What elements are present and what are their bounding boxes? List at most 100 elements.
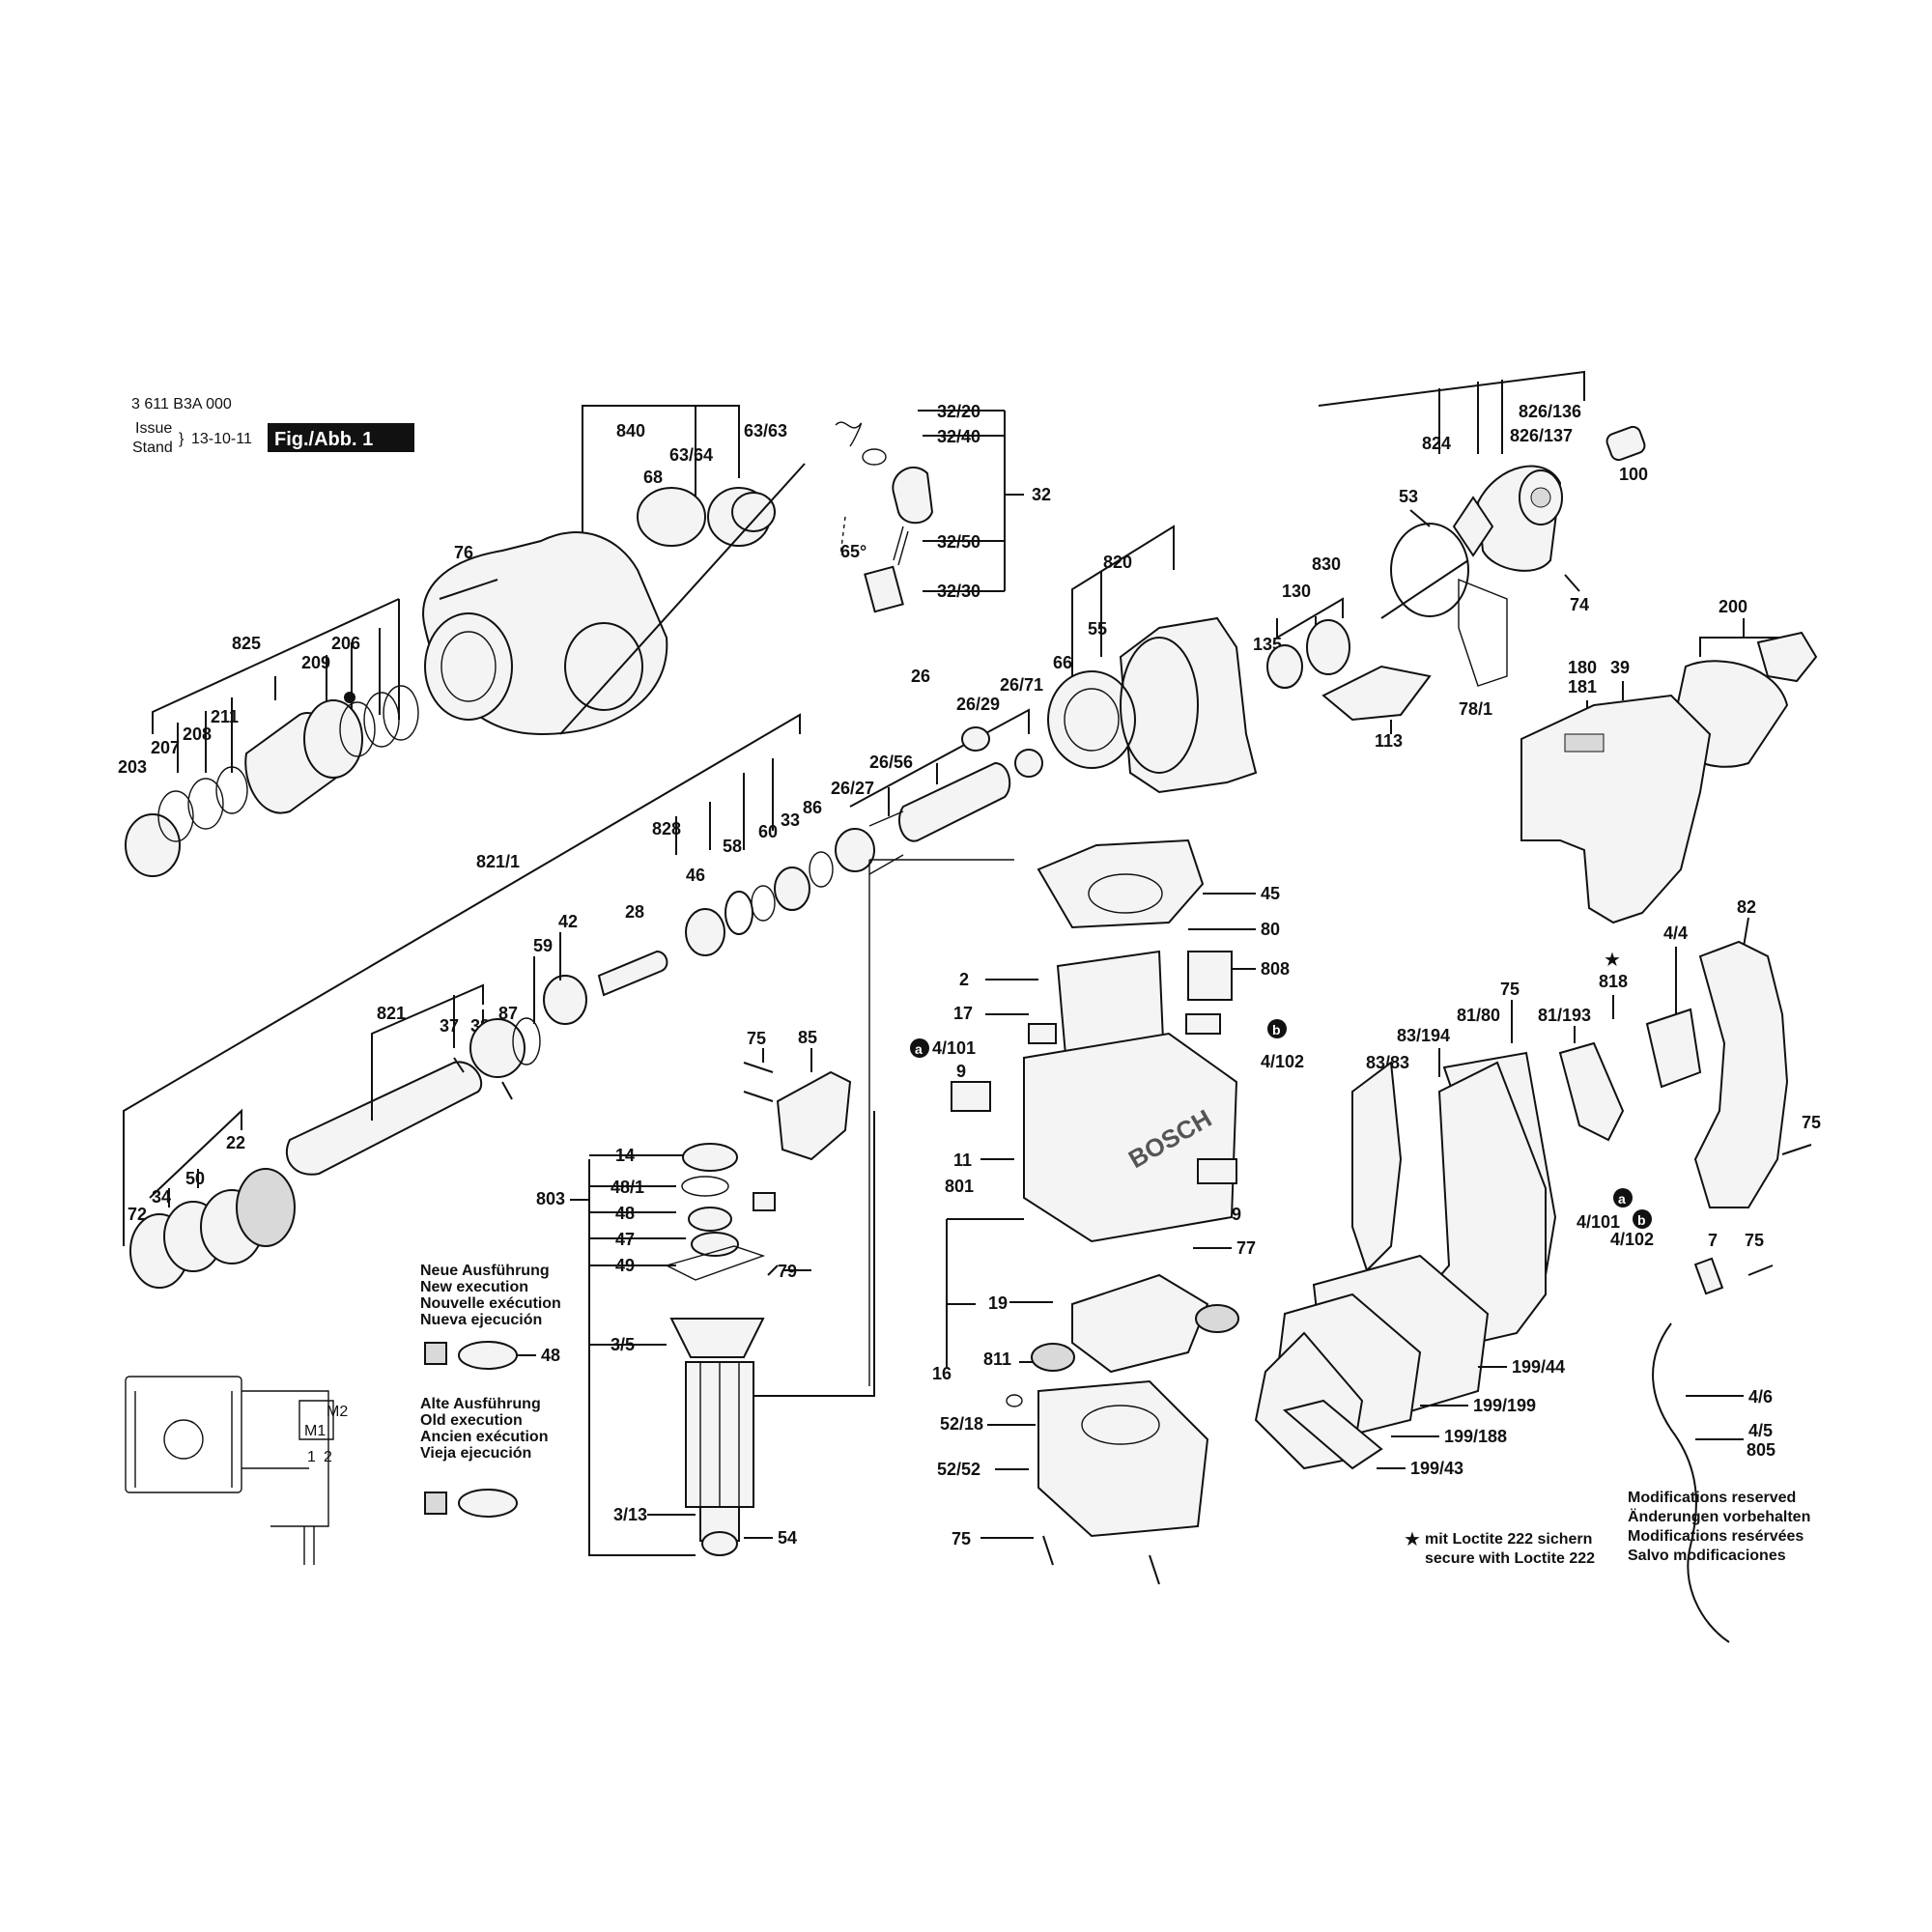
- gear-22: [236, 1168, 296, 1247]
- gear-130: [1306, 619, 1350, 675]
- callout-48: 48: [615, 1204, 635, 1223]
- schematic-terminal-1: 1: [307, 1449, 316, 1465]
- callout-4-6: 4/6: [1748, 1387, 1773, 1406]
- marker-a-2: [1613, 1188, 1633, 1208]
- callout-50: 50: [185, 1169, 205, 1188]
- label-808: [1187, 951, 1233, 1001]
- old-execution-fr: Ancien exécution: [420, 1429, 548, 1445]
- callout-75-a: 75: [952, 1529, 971, 1548]
- callout-803: 803: [536, 1189, 565, 1208]
- callout-19: 19: [988, 1293, 1008, 1313]
- washer-209: [339, 701, 376, 757]
- motor-housing-cover-39: [1520, 694, 1712, 924]
- callout-824: 824: [1422, 434, 1451, 453]
- old-execution-de: Alte Ausführung: [420, 1396, 541, 1412]
- callout-17: 17: [953, 1004, 973, 1023]
- new-execution-en: New execution: [420, 1279, 528, 1295]
- figure-tag: Fig./Abb. 1: [274, 429, 373, 450]
- pin-26-29: [961, 726, 990, 752]
- callout-78-1: 78/1: [1459, 699, 1492, 719]
- new-execution-bearing: [458, 1341, 518, 1370]
- brush-holder-17: [1028, 1023, 1057, 1044]
- callout-26-56: 26/56: [869, 753, 913, 772]
- modifications-en: Modifications reserved: [1628, 1490, 1796, 1506]
- screw-75b: [1149, 1554, 1160, 1585]
- bearing-14: [682, 1143, 738, 1172]
- seal-ring-55: [1120, 637, 1199, 774]
- callout-26-29: 26/29: [956, 695, 1000, 714]
- new-execution-es: Nueva ejecución: [420, 1312, 542, 1328]
- callout-81-193: 81/193: [1538, 1006, 1591, 1025]
- power-cord: [1652, 1322, 1730, 1643]
- brush-holder-right: [1185, 1013, 1221, 1035]
- callout-811: 811: [983, 1350, 1011, 1369]
- old-execution-en: Old execution: [420, 1412, 523, 1429]
- callout-85: 85: [798, 1028, 817, 1047]
- callout-203: 203: [118, 757, 147, 777]
- callout-34: 34: [152, 1187, 171, 1207]
- bearing-47: [691, 1232, 739, 1257]
- callout-14: 14: [615, 1146, 635, 1165]
- switch-113: [1321, 665, 1432, 722]
- header-brace: }: [179, 431, 185, 447]
- group-39-rear-housing: 200 180 181 39: [1520, 597, 1818, 924]
- marker-b-2: [1633, 1209, 1652, 1229]
- footnotes: ★ mit Loctite 222 sichern secure with Lo…: [1404, 1490, 1810, 1567]
- callout-821-1: 821/1: [476, 852, 520, 871]
- ball-206: [344, 692, 355, 703]
- part-59: [543, 975, 587, 1025]
- drive-shaft: [1380, 559, 1469, 619]
- callout-826-136: 826/136: [1519, 402, 1581, 421]
- callout-75-e: 75: [1745, 1231, 1764, 1250]
- brush-cover: [892, 467, 934, 525]
- marker-a-2-letter: a: [1618, 1191, 1626, 1207]
- carbon-brush-32-30: [864, 565, 904, 613]
- carbon-brush-811: [1031, 1343, 1075, 1372]
- callout-3-13: 3/13: [613, 1505, 647, 1524]
- pin-37: [453, 1057, 465, 1073]
- callout-48-1: 48/1: [611, 1178, 644, 1197]
- callout-80: 80: [1261, 920, 1280, 939]
- marker-a-1-letter: a: [915, 1041, 923, 1057]
- bearing-63-64: [637, 487, 706, 547]
- seal-53: [1390, 523, 1469, 617]
- schematic-armature: [163, 1419, 204, 1460]
- cap-100: [1605, 425, 1646, 462]
- execution-variants: Neue Ausführung New execution Nouvelle e…: [420, 1263, 561, 1518]
- ring-48-1: [681, 1176, 729, 1197]
- callout-200: 200: [1719, 597, 1747, 616]
- callout-75-b: 75: [747, 1029, 766, 1048]
- callout-199-199: 199/199: [1473, 1396, 1536, 1415]
- old-execution-es: Vieja ejecución: [420, 1445, 531, 1462]
- callout-81-80: 81/80: [1457, 1006, 1500, 1025]
- schematic-m2: M2: [327, 1404, 348, 1420]
- callout-9-a: 9: [956, 1062, 966, 1081]
- old-execution-sleeve: [424, 1492, 447, 1515]
- callout-33: 33: [781, 810, 800, 830]
- bearing-54: [701, 1531, 738, 1556]
- loctite-note-en: secure with Loctite 222: [1425, 1550, 1595, 1567]
- cap-200: [1756, 631, 1818, 683]
- callout-52-52: 52/52: [937, 1460, 980, 1479]
- group-803-armature: 75 85 14 48/1 803 48 47 49 79: [536, 1028, 875, 1556]
- callout-820: 820: [1103, 553, 1132, 572]
- screw-74: [1564, 574, 1580, 592]
- bearing-ring-66: [1047, 670, 1136, 769]
- intermediate-flange: [1119, 616, 1258, 794]
- marker-b-1-letter: b: [1272, 1022, 1281, 1037]
- gasket-78-1: [1458, 578, 1508, 687]
- label-plate-180: [1564, 733, 1605, 753]
- callout-199-188: 199/188: [1444, 1427, 1507, 1446]
- callout-9-b: 9: [1232, 1205, 1241, 1224]
- callout-2: 2: [959, 970, 969, 989]
- striker-46: [685, 908, 725, 956]
- callout-42: 42: [558, 912, 578, 931]
- callout-26-27: 26/27: [831, 779, 874, 798]
- group-840-gear-housing: 840 63/64 63/63 68 76: [422, 405, 806, 736]
- schematic-motor-frame: [125, 1376, 242, 1493]
- callout-28: 28: [625, 902, 644, 922]
- callout-26-71: 26/71: [1000, 675, 1043, 695]
- callout-54: 54: [778, 1528, 797, 1548]
- callout-130: 130: [1282, 582, 1311, 601]
- callout-75-c: 75: [1500, 980, 1520, 999]
